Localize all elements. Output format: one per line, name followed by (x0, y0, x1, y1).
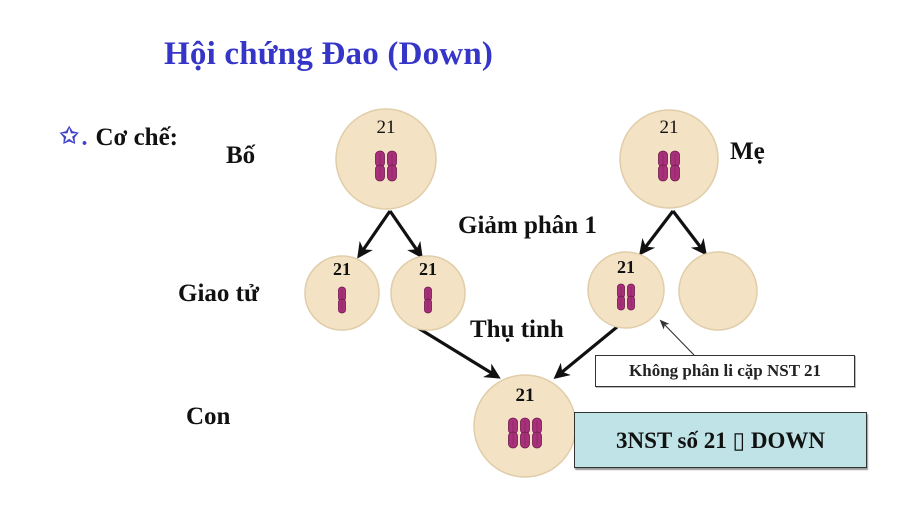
chromosome-number-label: 21 (516, 385, 535, 406)
cell-mother: 21 (619, 109, 719, 209)
chromosome-number-label: 21 (617, 257, 635, 277)
chromosome-21-icon (532, 417, 542, 449)
cell-membrane (678, 251, 758, 331)
chromosome-21-icon (627, 283, 635, 311)
result-text: 3NST số 21 ▯ DOWN (615, 427, 826, 453)
chromosome-number-label: 21 (419, 259, 437, 279)
star-icon: ✩ (60, 123, 79, 148)
cell-membrane (587, 251, 665, 329)
chromosome-21-icon (387, 150, 397, 182)
label-meiosis: Giảm phân 1 (458, 212, 597, 239)
cell-father-gamete-1: 21 (304, 255, 380, 331)
arrow-mother-to-gamete-2 (671, 210, 707, 256)
arrow-father-gamete-to-offspring (409, 321, 501, 379)
cell-mother-gamete-2 (678, 251, 758, 331)
chromosome-21-icon (670, 150, 680, 182)
chromosome-number-label: 21 (333, 259, 351, 279)
chromosome-21-icon (375, 150, 385, 182)
nondisjunction-note: Không phân li cặp NST 21 (595, 355, 855, 387)
cell-offspring: 21 (473, 374, 577, 478)
result-box: 3NST số 21 ▯ DOWN (574, 412, 867, 468)
chromosome-21-icon (508, 417, 518, 449)
chromosome-21-icon (338, 286, 346, 314)
arrow-father-to-gamete-1 (357, 210, 392, 259)
cell-membrane (619, 109, 719, 209)
label-father: Bố (226, 142, 256, 169)
chromosome-21-icon (658, 150, 668, 182)
label-fertilization: Thụ tinh (470, 316, 564, 343)
cell-membrane (335, 108, 437, 210)
cell-father: 21 (335, 108, 437, 210)
mechanism-heading: ✩ . Cơ chế: (60, 123, 179, 152)
bullet-dot: . (81, 125, 88, 151)
label-gametes: Giao tử (178, 280, 259, 307)
nondisjunction-text: Không phân li cặp NST 21 (629, 361, 821, 380)
chromosome-21-icon (424, 286, 432, 314)
page-title: Hội chứng Đao (Down) (164, 36, 494, 72)
cell-father-gamete-2: 21 (390, 255, 466, 331)
cell-mother-gamete-1: 21 (587, 251, 665, 329)
chromosome-number-label: 21 (377, 117, 396, 138)
arrow-mother-to-gamete-1 (639, 210, 675, 256)
mechanism-label: Cơ chế: (95, 124, 179, 151)
label-mother: Mẹ (730, 138, 765, 165)
chromosome-number-label: 21 (660, 117, 679, 138)
arrow-father-to-gamete-2 (388, 210, 423, 259)
chromosome-21-icon (617, 283, 625, 311)
label-offspring: Con (186, 403, 231, 430)
arrow-mother-gamete-to-offspring (553, 325, 619, 380)
pointer-nondisjunction (659, 319, 695, 356)
chromosome-21-icon (520, 417, 530, 449)
